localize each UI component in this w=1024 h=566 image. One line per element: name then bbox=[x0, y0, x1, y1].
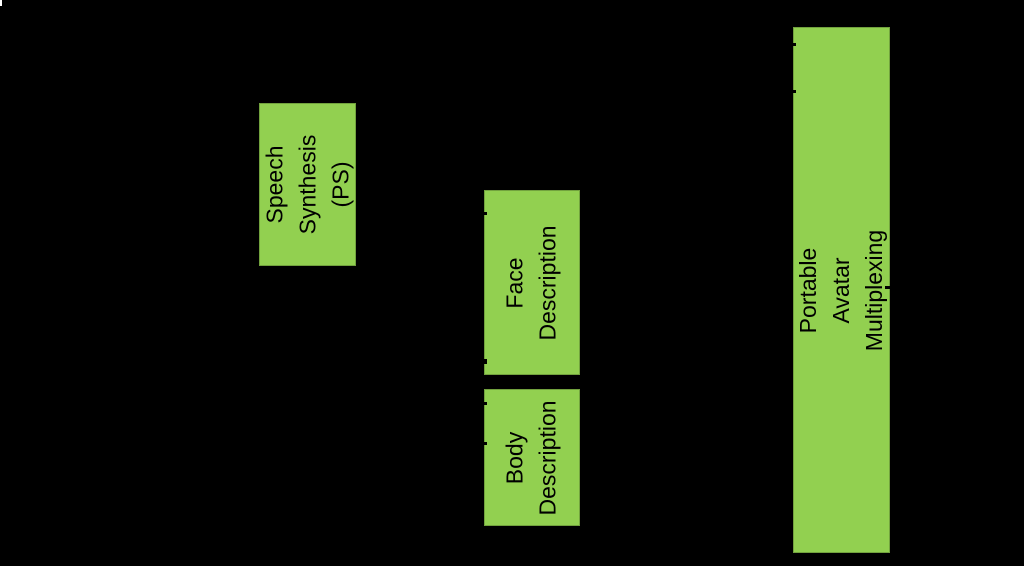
arrowhead-mark bbox=[482, 212, 487, 215]
arrowhead-mark bbox=[482, 402, 487, 405]
arrowhead-mark bbox=[790, 90, 796, 93]
box-body-description: Body Description bbox=[484, 389, 580, 526]
body-description-label: Body Description bbox=[502, 399, 562, 516]
arrowhead-mark bbox=[481, 359, 487, 364]
face-description-label: Face Description bbox=[502, 224, 562, 341]
box-speech-synthesis: Speech Synthesis (PS) bbox=[259, 103, 356, 266]
arrowhead-mark bbox=[482, 442, 487, 445]
speech-synthesis-label: Speech Synthesis (PS) bbox=[261, 134, 353, 235]
box-face-description: Face Description bbox=[484, 190, 580, 375]
arrowhead-mark bbox=[790, 43, 796, 46]
portable-avatar-multiplexing-label: Portable Avatar Multiplexing bbox=[795, 229, 887, 351]
corner-artifact bbox=[0, 0, 2, 6]
arrowhead-mark bbox=[885, 286, 890, 289]
box-portable-avatar-multiplexing: Portable Avatar Multiplexing bbox=[793, 27, 890, 553]
